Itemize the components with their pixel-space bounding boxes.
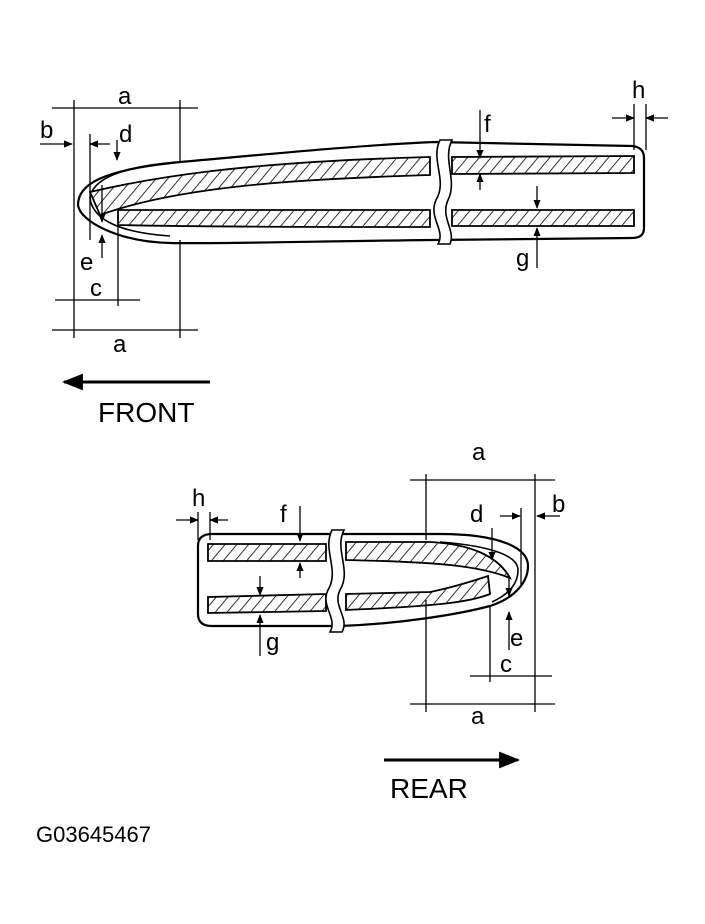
rear-label-e: e — [510, 625, 523, 652]
rear-break-mark — [325, 529, 346, 633]
rear-labels: a b d e c a f g h REAR — [192, 439, 565, 804]
rear-label-h: h — [192, 485, 205, 512]
front-label-g: g — [516, 245, 529, 272]
front-label-f: f — [484, 111, 491, 138]
rear-direction-label: REAR — [390, 773, 468, 804]
figure-code: G03645467 — [36, 822, 151, 847]
rear-label-d: d — [470, 501, 483, 528]
front-direction-label: FRONT — [98, 397, 194, 428]
front-break-mark — [433, 139, 454, 245]
rear-label-a-top: a — [472, 439, 486, 466]
front-outer-shape — [76, 140, 646, 245]
front-label-e: e — [80, 249, 93, 276]
front-view — [40, 100, 668, 391]
rear-view — [176, 474, 560, 769]
front-lower-strip — [117, 209, 431, 228]
front-label-a-bottom: a — [113, 331, 127, 358]
front-labels: a b d e c a f g h FRONT — [40, 77, 645, 428]
front-label-d: d — [119, 121, 132, 148]
front-lower-strip-right — [451, 209, 635, 227]
rear-label-f: f — [280, 501, 287, 528]
front-label-h: h — [632, 77, 645, 104]
rear-label-b: b — [552, 491, 565, 518]
rear-upper-strip-left — [207, 543, 327, 562]
rear-dimensions — [176, 474, 560, 712]
front-upper-strip — [88, 156, 431, 217]
front-label-a-top: a — [118, 83, 132, 110]
rear-label-a-bottom: a — [471, 703, 485, 730]
rear-outer-shape — [196, 532, 530, 628]
rear-lower-strip — [345, 574, 491, 611]
rear-inner-line — [439, 541, 519, 603]
rear-upper-strip — [345, 541, 512, 580]
front-upper-strip-right — [451, 155, 635, 175]
front-label-c: c — [90, 275, 102, 302]
front-label-b: b — [40, 117, 53, 144]
rear-label-c: c — [500, 651, 512, 678]
rear-label-g: g — [266, 629, 279, 656]
front-dimensions — [40, 100, 668, 338]
rear-lower-strip-left — [207, 593, 327, 614]
